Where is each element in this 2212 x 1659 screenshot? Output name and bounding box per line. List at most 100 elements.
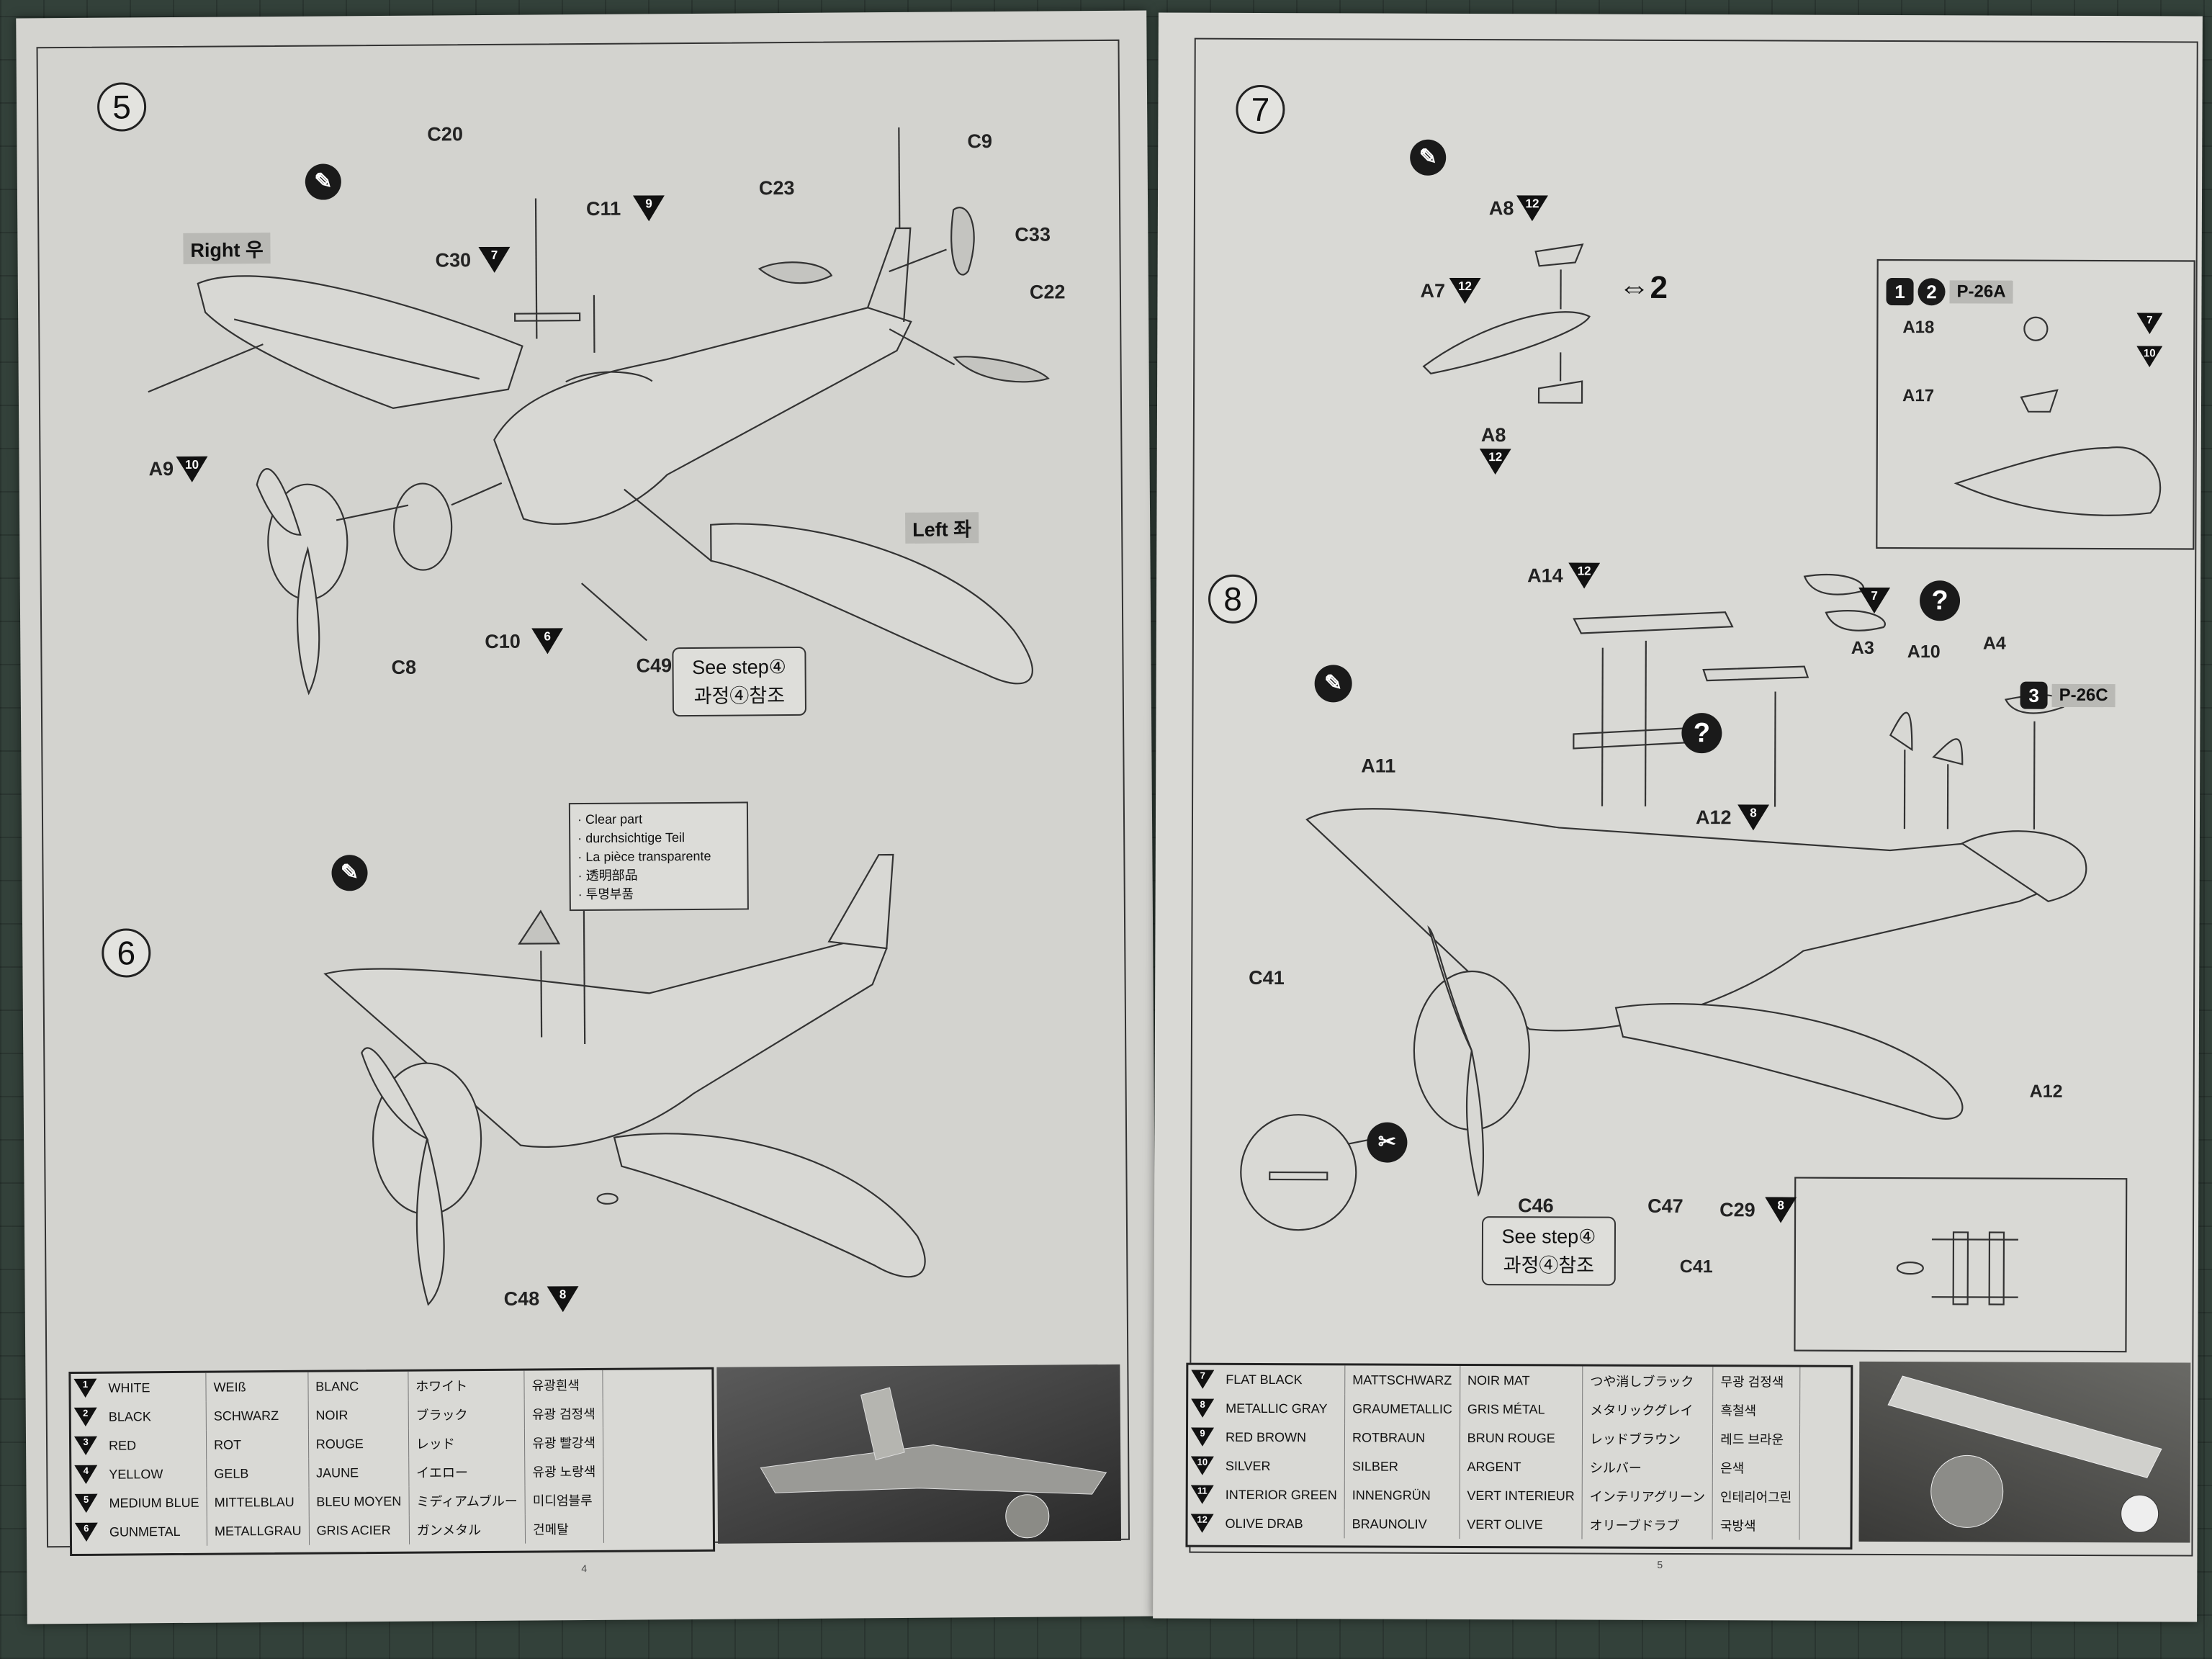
note-line: · La pièce transparente [577,848,711,865]
quantity-multiplier: ⇔2 [1618,270,1668,306]
step5-aircraft-drawing [148,127,1050,1306]
note-line: · durchsichtige Teil [577,830,685,846]
legend-color-ja: ブラック [408,1399,525,1429]
legend-color-en: MEDIUM BLUE [102,1488,207,1518]
legend-color-en: METALLIC GRAY [1218,1393,1345,1424]
part-label-a11: A11 [1361,755,1396,777]
see-step-text: See step④ [1501,1226,1596,1248]
paint-ref-triangle: 2 [71,1403,102,1431]
see-step-note: See step④ 과정④참조 [672,646,807,717]
optional-part-icon: ? [1919,580,1961,621]
paint-ref-triangle: 8 [1188,1394,1218,1423]
page-number: 4 [581,1563,588,1575]
hobby-knife-icon: ✂ [1367,1122,1408,1163]
model-photo-left [716,1364,1122,1544]
paint-ref-triangle: 8 [1765,1197,1797,1223]
legend-color-ko: 은색 [1712,1453,1800,1483]
step7-8-aircraft-drawing [1240,243,2195,1353]
paint-brush-icon: ✎ [331,855,368,891]
part-label-c47: C47 [1647,1195,1683,1218]
model-photo-aircraft [760,1387,1107,1539]
legend-color-fr: BLANC [307,1371,408,1401]
legend-color-ko: 유광 빨강색 [524,1427,603,1457]
part-label-c30: C30 [435,249,472,271]
see-step-text-ko: 과정④참조 [693,685,786,707]
note-line: · 투명부품 [577,886,634,902]
part-label-c41-inset: C41 [1679,1256,1713,1277]
legend-color-fr: NOIR MAT [1460,1365,1583,1395]
legend-color-fr: ARGENT [1459,1452,1583,1482]
part-label-a12-inset: A12 [2029,1081,2063,1102]
legend-color-de: GRAUMETALLIC [1344,1394,1460,1424]
paint-ref-triangle: 8 [547,1286,579,1313]
paint-ref-triangle: 6 [72,1518,102,1547]
clear-part-note: · Clear part · durchsichtige Teil · La p… [568,801,749,912]
paint-ref-triangle: 5 [71,1489,102,1518]
legend-color-en: SILVER [1218,1451,1345,1481]
part-label-a7: A7 [1420,279,1446,302]
legend-color-de: SCHWARZ [206,1401,309,1431]
legend-color-ja: メタリックグレイ [1582,1395,1713,1425]
paint-ref-triangle: 12 [1449,277,1481,304]
legend-color-ko: 유광 검정색 [524,1398,603,1429]
part-label-c23: C23 [758,176,795,199]
part-label-c20: C20 [427,123,464,145]
duplicate-parts-icon: ⇔ [1618,269,1650,305]
legend-color-en: INTERIOR GREEN [1218,1480,1345,1510]
paint-ref-triangle: 12 [1188,1509,1218,1538]
part-label-c8: C8 [391,656,417,678]
paint-ref-triangle: 7 [2136,313,2163,335]
legend-color-fr: JAUNE [308,1457,409,1488]
step6-number: 6 [102,928,151,978]
see-step-text-ko: 과정④참조 [1503,1254,1595,1277]
step7-number: 7 [1236,84,1285,135]
legend-color-en: FLAT BLACK [1218,1364,1345,1395]
step5-number: 5 [96,82,147,132]
legend-color-ja: レッドブラウン [1582,1424,1713,1454]
legend-color-ko: 인테리어그린 [1712,1482,1799,1511]
legend-color-fr: VERT INTERIEUR [1459,1480,1583,1511]
legend-color-ja: インテリアグリーン [1582,1481,1713,1511]
legend-color-ja: シルバー [1582,1452,1713,1483]
step8-number: 8 [1208,574,1258,624]
part-label-c11: C11 [585,197,621,220]
part-label-a12: A12 [1695,806,1732,829]
note-line: · 透明部品 [577,868,638,884]
variant-tag: P-26C [2051,683,2116,708]
legend-color-fr: BLEU MOYEN [308,1486,410,1516]
variant-number-badge: 1 [1886,278,1914,306]
page-number: 5 [1657,1558,1663,1570]
part-label-a14: A14 [1527,565,1563,587]
part-label-c29: C29 [1719,1199,1755,1221]
part-label-c41: C41 [1249,966,1285,989]
paint-ref-triangle: 10 [1188,1452,1218,1480]
part-label-a8-top: A8 [1488,197,1514,220]
legend-color-ko: 무광 검정색 [1712,1367,1800,1396]
legend-color-de: ROTBRAUN [1344,1423,1460,1452]
legend-color-ko: 건메탈 [525,1514,604,1544]
part-label-a4: A4 [1982,633,2006,654]
part-label-c33: C33 [1015,223,1051,246]
paint-ref-triangle: 7 [478,246,511,273]
part-label-c9: C9 [967,130,993,153]
legend-color-ja: ホワイト [408,1370,525,1401]
note-line: · Clear part [577,811,643,827]
part-label-c49: C49 [636,655,673,677]
legend-color-de: MITTELBLAU [207,1487,309,1517]
legend-color-en: YELLOW [102,1459,207,1489]
see-step-text: See step④ [692,656,787,678]
legend-color-de: METALLGRAU [207,1516,310,1546]
instruction-page-right: 7 ✎ A8 12 A7 12 A8 12 ⇔2 1 2 P-26A A18 7… [1153,12,2203,1622]
legend-color-en: WHITE [101,1372,207,1403]
legend-color-ja: つや消しブラック [1582,1366,1714,1396]
